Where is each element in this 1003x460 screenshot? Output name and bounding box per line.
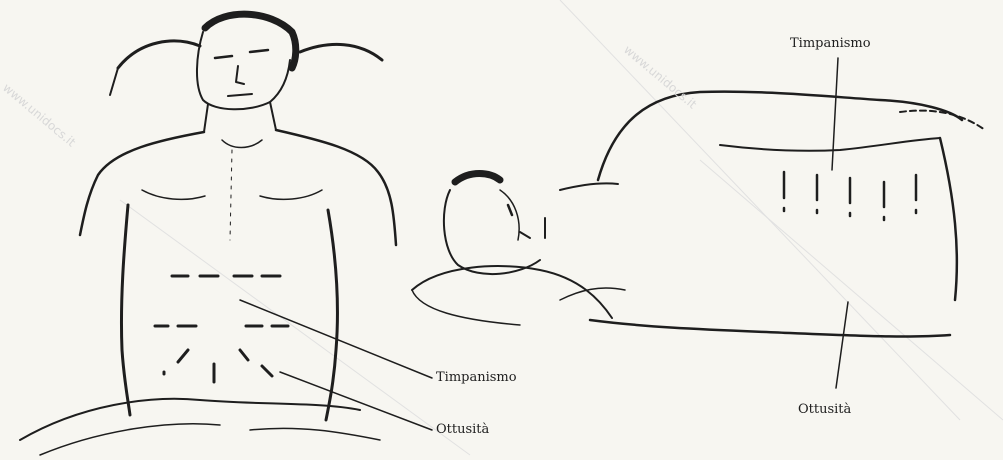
watermark-lines: [120, 0, 1003, 455]
supine-patient-figure: [20, 14, 432, 455]
leader-line-right-tympanism: [832, 58, 838, 170]
leader-line-right-dullness: [836, 302, 848, 388]
supine-percussion-marks: [155, 276, 288, 382]
leader-line-left-dullness: [280, 372, 432, 430]
label-left-dullness: Ottusità: [436, 422, 489, 437]
label-right-tympanism: Timpanismo: [790, 36, 871, 51]
lateral-percussion-marks: [784, 172, 916, 220]
label-right-dullness: Ottusità: [798, 402, 851, 417]
label-left-tympanism: Timpanismo: [436, 370, 517, 385]
lateral-patient-figure: [412, 58, 985, 388]
